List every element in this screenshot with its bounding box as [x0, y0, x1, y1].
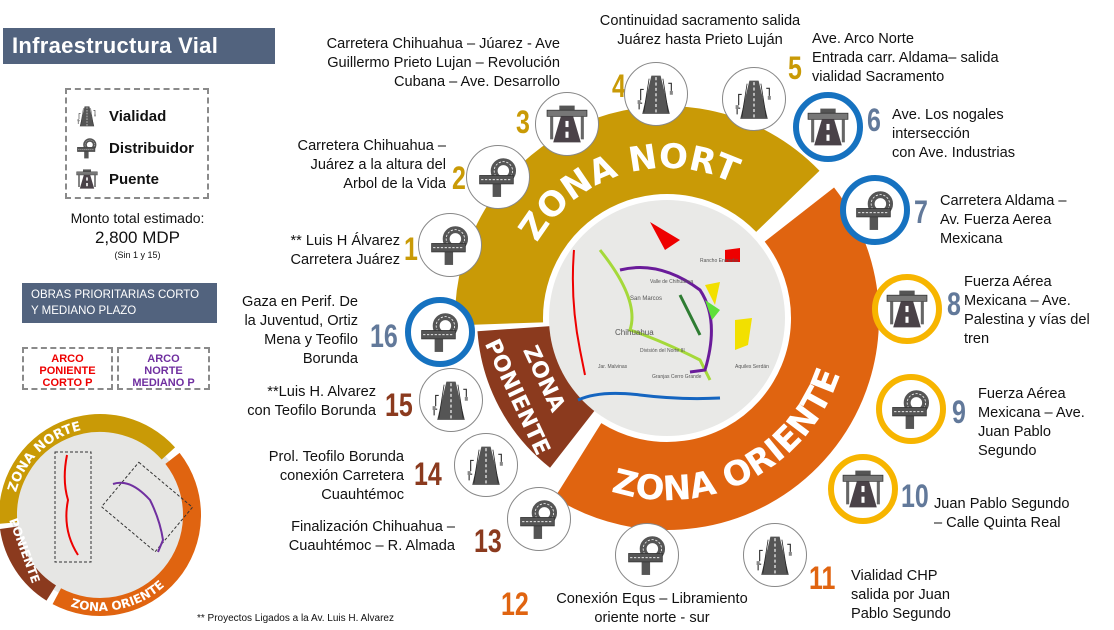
legend: Vialidad Distribuidor Puente: [65, 88, 209, 199]
map-label: Valle de Chihuahua: [650, 279, 693, 285]
total-value: 2,800 MDP: [94, 228, 181, 247]
item-10-number: 10: [901, 478, 929, 514]
legend-vialidad: Vialidad: [75, 104, 166, 128]
item-12-label: Conexión Equs – Libramiento oriente nort…: [556, 591, 748, 626]
mini-map: ZONA NORTE ZONA ORIENTE PONIENTE: [0, 414, 201, 616]
total-estimate: Monto total estimado: 2,800 MDP (Sin 1 y…: [20, 210, 255, 260]
item-15-icon[interactable]: [419, 368, 483, 432]
legend-label: Vialidad: [109, 107, 167, 125]
item-16-icon[interactable]: [405, 297, 475, 367]
item-8-icon[interactable]: [872, 274, 942, 344]
item-4-label: Continuidad sacramento salida Juárez has…: [599, 13, 801, 48]
item-7-label: Carretera Aldama – Av. Fuerza Aerea Mexi…: [940, 193, 1067, 247]
page-title: Infraestructura Vial: [3, 28, 275, 64]
item-10-icon[interactable]: [828, 454, 898, 524]
item-13-number: 13: [474, 523, 502, 559]
legend-puente: Puente: [75, 167, 159, 191]
item-6-label: Ave. Los nogales intersección con Ave. I…: [892, 107, 1016, 161]
map-label: División del Norte III: [640, 348, 685, 354]
map-label: Aquiles Serdán: [735, 364, 769, 370]
item-10-label: Juan Pablo Segundo – Calle Quinta Real: [934, 496, 1070, 531]
interchange-icon: [475, 154, 521, 200]
zona-poniente-arc: [477, 324, 601, 468]
map-label: Rancho Enmedio: [700, 258, 739, 264]
item-14-number: 14: [414, 456, 442, 492]
item-15-label: **Luis H. Alvarez con Teofilo Borunda: [247, 384, 376, 419]
road-icon: [428, 377, 474, 423]
item-5-number: 5: [788, 50, 802, 86]
item-1-number: 1: [404, 231, 418, 267]
road-icon: [731, 76, 777, 122]
total-note: (Sin 1 y 15): [114, 250, 161, 260]
arco-norte-label: ARCO NORTE MEDIANO P: [117, 347, 210, 390]
map-label: Jar. Malvinas: [598, 364, 628, 370]
interchange-icon: [417, 309, 463, 355]
item-16-number: 16: [370, 318, 398, 354]
total-label: Monto total estimado:: [70, 210, 205, 226]
map-label: Granjas Cerro Grande: [652, 374, 702, 380]
zona-norte-arc: [455, 106, 820, 326]
item-9-icon[interactable]: [876, 374, 946, 444]
item-12-number: 12: [501, 586, 529, 622]
item-3-icon[interactable]: [535, 92, 599, 156]
item-15-number: 15: [385, 387, 413, 423]
item-9-number: 9: [952, 394, 966, 430]
interchange-icon: [888, 386, 934, 432]
item-1-icon[interactable]: [418, 213, 482, 277]
item-6-icon[interactable]: [793, 92, 863, 162]
item-2-label: Carretera Chihuahua – Juárez a la altura…: [297, 138, 446, 192]
item-5-label: Ave. Arco Norte Entrada carr. Aldama– sa…: [812, 31, 999, 85]
item-16-label: Gaza en Perif. De la Juventud, Ortiz Men…: [242, 294, 358, 367]
city-map: Chihuahua San Marcos Valle de Chihuahua …: [549, 200, 785, 436]
interchange-icon: [516, 496, 562, 542]
item-8-label: Fuerza Aérea Mexicana – Ave. Palestina y…: [964, 274, 1090, 347]
item-6-number: 6: [867, 102, 881, 138]
bridge-icon: [544, 101, 590, 147]
footnote: ** Proyectos Ligados a la Av. Luis H. Al…: [197, 613, 394, 624]
item-3-label: Carretera Chihuahua – Júarez - Ave Guill…: [326, 36, 560, 90]
item-11-icon[interactable]: [743, 523, 807, 587]
arco-poniente-label: ARCO PONIENTE CORTO P: [22, 347, 113, 390]
item-14-icon[interactable]: [454, 433, 518, 497]
legend-label: Puente: [109, 170, 160, 188]
item-7-icon[interactable]: [840, 175, 910, 245]
item-5-icon[interactable]: [722, 67, 786, 131]
item-11-label: Vialidad CHP salida por Juan Pablo Segun…: [851, 568, 951, 622]
item-14-label: Prol. Teofilo Borunda conexión Carretera…: [268, 449, 404, 503]
item-2-number: 2: [452, 160, 466, 196]
legend-label: Distribuidor: [109, 139, 194, 157]
road-icon: [633, 71, 679, 117]
item-12-icon[interactable]: [615, 523, 679, 587]
item-4-number: 4: [612, 68, 626, 104]
item-13-label: Finalización Chihuahua – Cuauhtémoc – R.…: [288, 519, 455, 554]
road-icon: [752, 532, 798, 578]
legend-distribuidor: Distribuidor: [75, 136, 194, 160]
map-label: San Marcos: [630, 296, 662, 302]
bridge-icon: [840, 466, 886, 512]
item-3-number: 3: [516, 104, 530, 140]
interchange-icon: [427, 222, 473, 268]
item-1-label: ** Luis H Álvarez Carretera Juárez: [290, 233, 401, 268]
interchange-icon: [852, 187, 898, 233]
item-11-number: 11: [809, 560, 836, 596]
priority-works-banner: OBRAS PRIORITARIAS CORTO Y MEDIANO PLAZO: [22, 283, 217, 323]
item-4-icon[interactable]: [624, 62, 688, 126]
item-13-icon[interactable]: [507, 487, 571, 551]
zona-oriente-arc: [554, 187, 879, 530]
bridge-icon: [884, 286, 930, 332]
item-9-label: Fuerza Aérea Mexicana – Ave. Juan Pablo …: [978, 386, 1085, 459]
interchange-icon: [624, 532, 670, 578]
item-2-icon[interactable]: [466, 145, 530, 209]
item-7-number: 7: [914, 194, 928, 230]
bridge-icon: [805, 104, 851, 150]
item-8-number: 8: [947, 286, 961, 322]
road-icon: [463, 442, 509, 488]
map-label: Chihuahua: [615, 328, 654, 337]
